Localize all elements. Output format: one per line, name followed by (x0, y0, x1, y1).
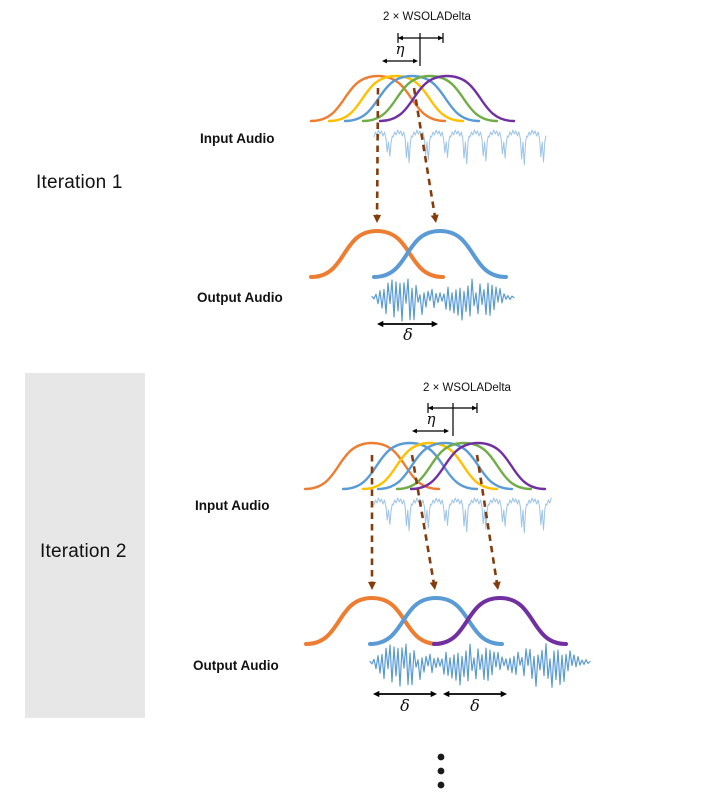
input-audio-label-iter2: Input Audio (195, 498, 270, 513)
iteration-2-label: Iteration 2 (40, 541, 127, 562)
delta-label-iter1: δ (403, 325, 413, 344)
delta-label-iter2-right: δ (470, 696, 480, 715)
wsola-delta-label-iter1: 2 × WSOLADelta (383, 11, 471, 23)
output-audio-label-iter1: Output Audio (197, 290, 283, 305)
input-audio-label-iter1: Input Audio (200, 131, 275, 146)
eta-label-iter2: η (426, 410, 436, 428)
iteration-1-label: Iteration 1 (36, 172, 123, 193)
wsola-delta-label-iter2: 2 × WSOLADelta (423, 382, 511, 394)
output-audio-label-iter2: Output Audio (193, 658, 279, 673)
delta-label-iter2-left: δ (400, 696, 410, 715)
vertical-ellipsis-icon (437, 753, 445, 789)
eta-label-iter1: η (395, 40, 405, 58)
iteration-2-highlight-box (25, 373, 145, 718)
